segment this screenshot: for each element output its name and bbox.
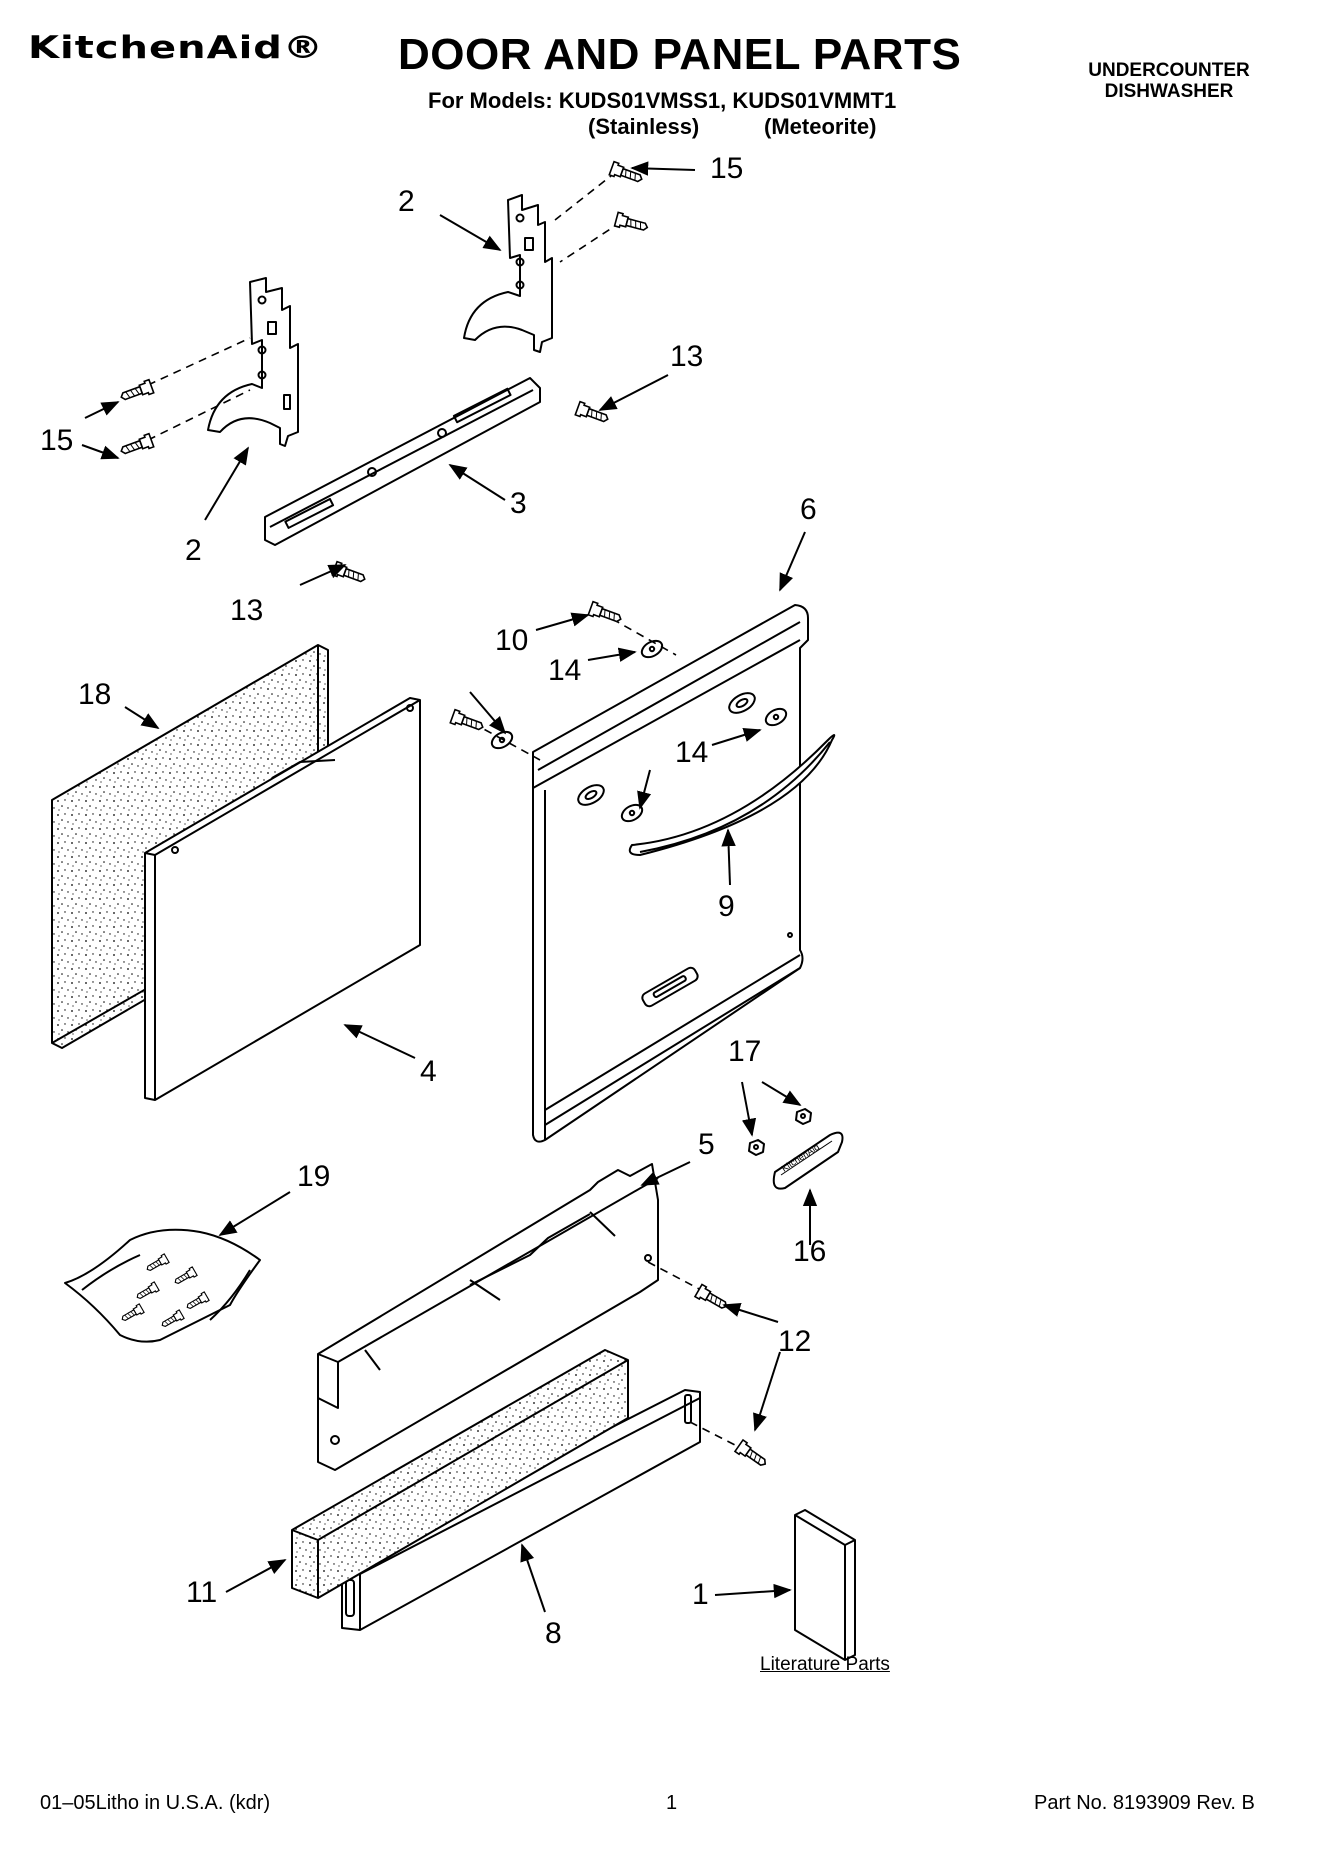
callout-9: 9 (718, 890, 735, 923)
literature-booklet (794, 1509, 856, 1661)
callout-17: 17 (728, 1035, 762, 1068)
footer-page-number: 1 (666, 1792, 678, 1814)
callout-8: 8 (545, 1617, 562, 1650)
badge-nut-right (795, 1108, 812, 1125)
badge-nut-left (748, 1139, 765, 1156)
hardware-bag (64, 1228, 261, 1343)
outer-door-panel (532, 604, 809, 1143)
models-line: For Models: KUDS01VMSS1, KUDS01VMMT1 (428, 88, 897, 113)
literature-parts-label: Literature Parts (760, 1654, 890, 1675)
callout-6: 6 (800, 493, 817, 526)
callout-3: 3 (510, 487, 527, 520)
washer-lower-right (764, 707, 788, 727)
kick-panel (341, 1389, 701, 1631)
callout-11: 11 (186, 1576, 218, 1609)
door-rail (264, 377, 541, 546)
callout-1: 1 (692, 1578, 709, 1611)
footer-litho: 01–05Litho in U.S.A. (kdr) (40, 1792, 271, 1814)
callout-13-top: 13 (670, 340, 704, 373)
door-handle (628, 734, 836, 856)
hinge-bracket-left (207, 277, 299, 447)
screw-left-upper (118, 378, 155, 405)
callout-10: 10 (495, 624, 529, 657)
screw-kick-panel (734, 1439, 771, 1471)
callout-13-left: 13 (230, 594, 264, 627)
screw-rail-right (574, 400, 611, 427)
screw-rail-left (331, 560, 368, 587)
callout-5: 5 (698, 1128, 715, 1161)
screw-top-1 (608, 160, 645, 187)
product-type: UNDERCOUNTER DISHWASHER (1059, 60, 1279, 102)
product-type-line-1: UNDERCOUNTER (1088, 60, 1250, 81)
callout-16: 16 (793, 1235, 827, 1268)
callout-15-top: 15 (710, 152, 744, 185)
callout-2-top: 2 (398, 185, 415, 218)
page-title: DOOR AND PANEL PARTS (398, 30, 962, 79)
product-type-line-2: DISHWASHER (1104, 81, 1234, 102)
variant-stainless: (Stainless) (588, 114, 700, 139)
callout-15-left: 15 (40, 424, 74, 457)
callout-19: 19 (297, 1160, 331, 1193)
callout-12: 12 (778, 1325, 812, 1358)
callout-14-a: 14 (548, 654, 582, 687)
hinge-bracket-right (463, 194, 553, 353)
callout-4: 4 (420, 1055, 437, 1088)
brand-logo: KitchenAid® (28, 30, 324, 66)
screw-door-left (449, 708, 486, 735)
callout-14-b: 14 (675, 736, 709, 769)
kitchenaid-badge (772, 1131, 844, 1190)
callout-2-left: 2 (185, 534, 202, 567)
variant-meteorite: (Meteorite) (764, 114, 877, 139)
footer-part-number: Part No. 8193909 Rev. B (1034, 1792, 1255, 1814)
callout-leaders (81, 161, 818, 1613)
washer-upper-right (640, 639, 664, 659)
callout-18: 18 (78, 678, 112, 711)
screw-top-2 (613, 211, 650, 235)
inner-door-panel (144, 697, 421, 1101)
screw-toe-bracket (694, 1283, 731, 1314)
screw-left-lower (118, 432, 155, 459)
insulation-strip (291, 1349, 629, 1599)
